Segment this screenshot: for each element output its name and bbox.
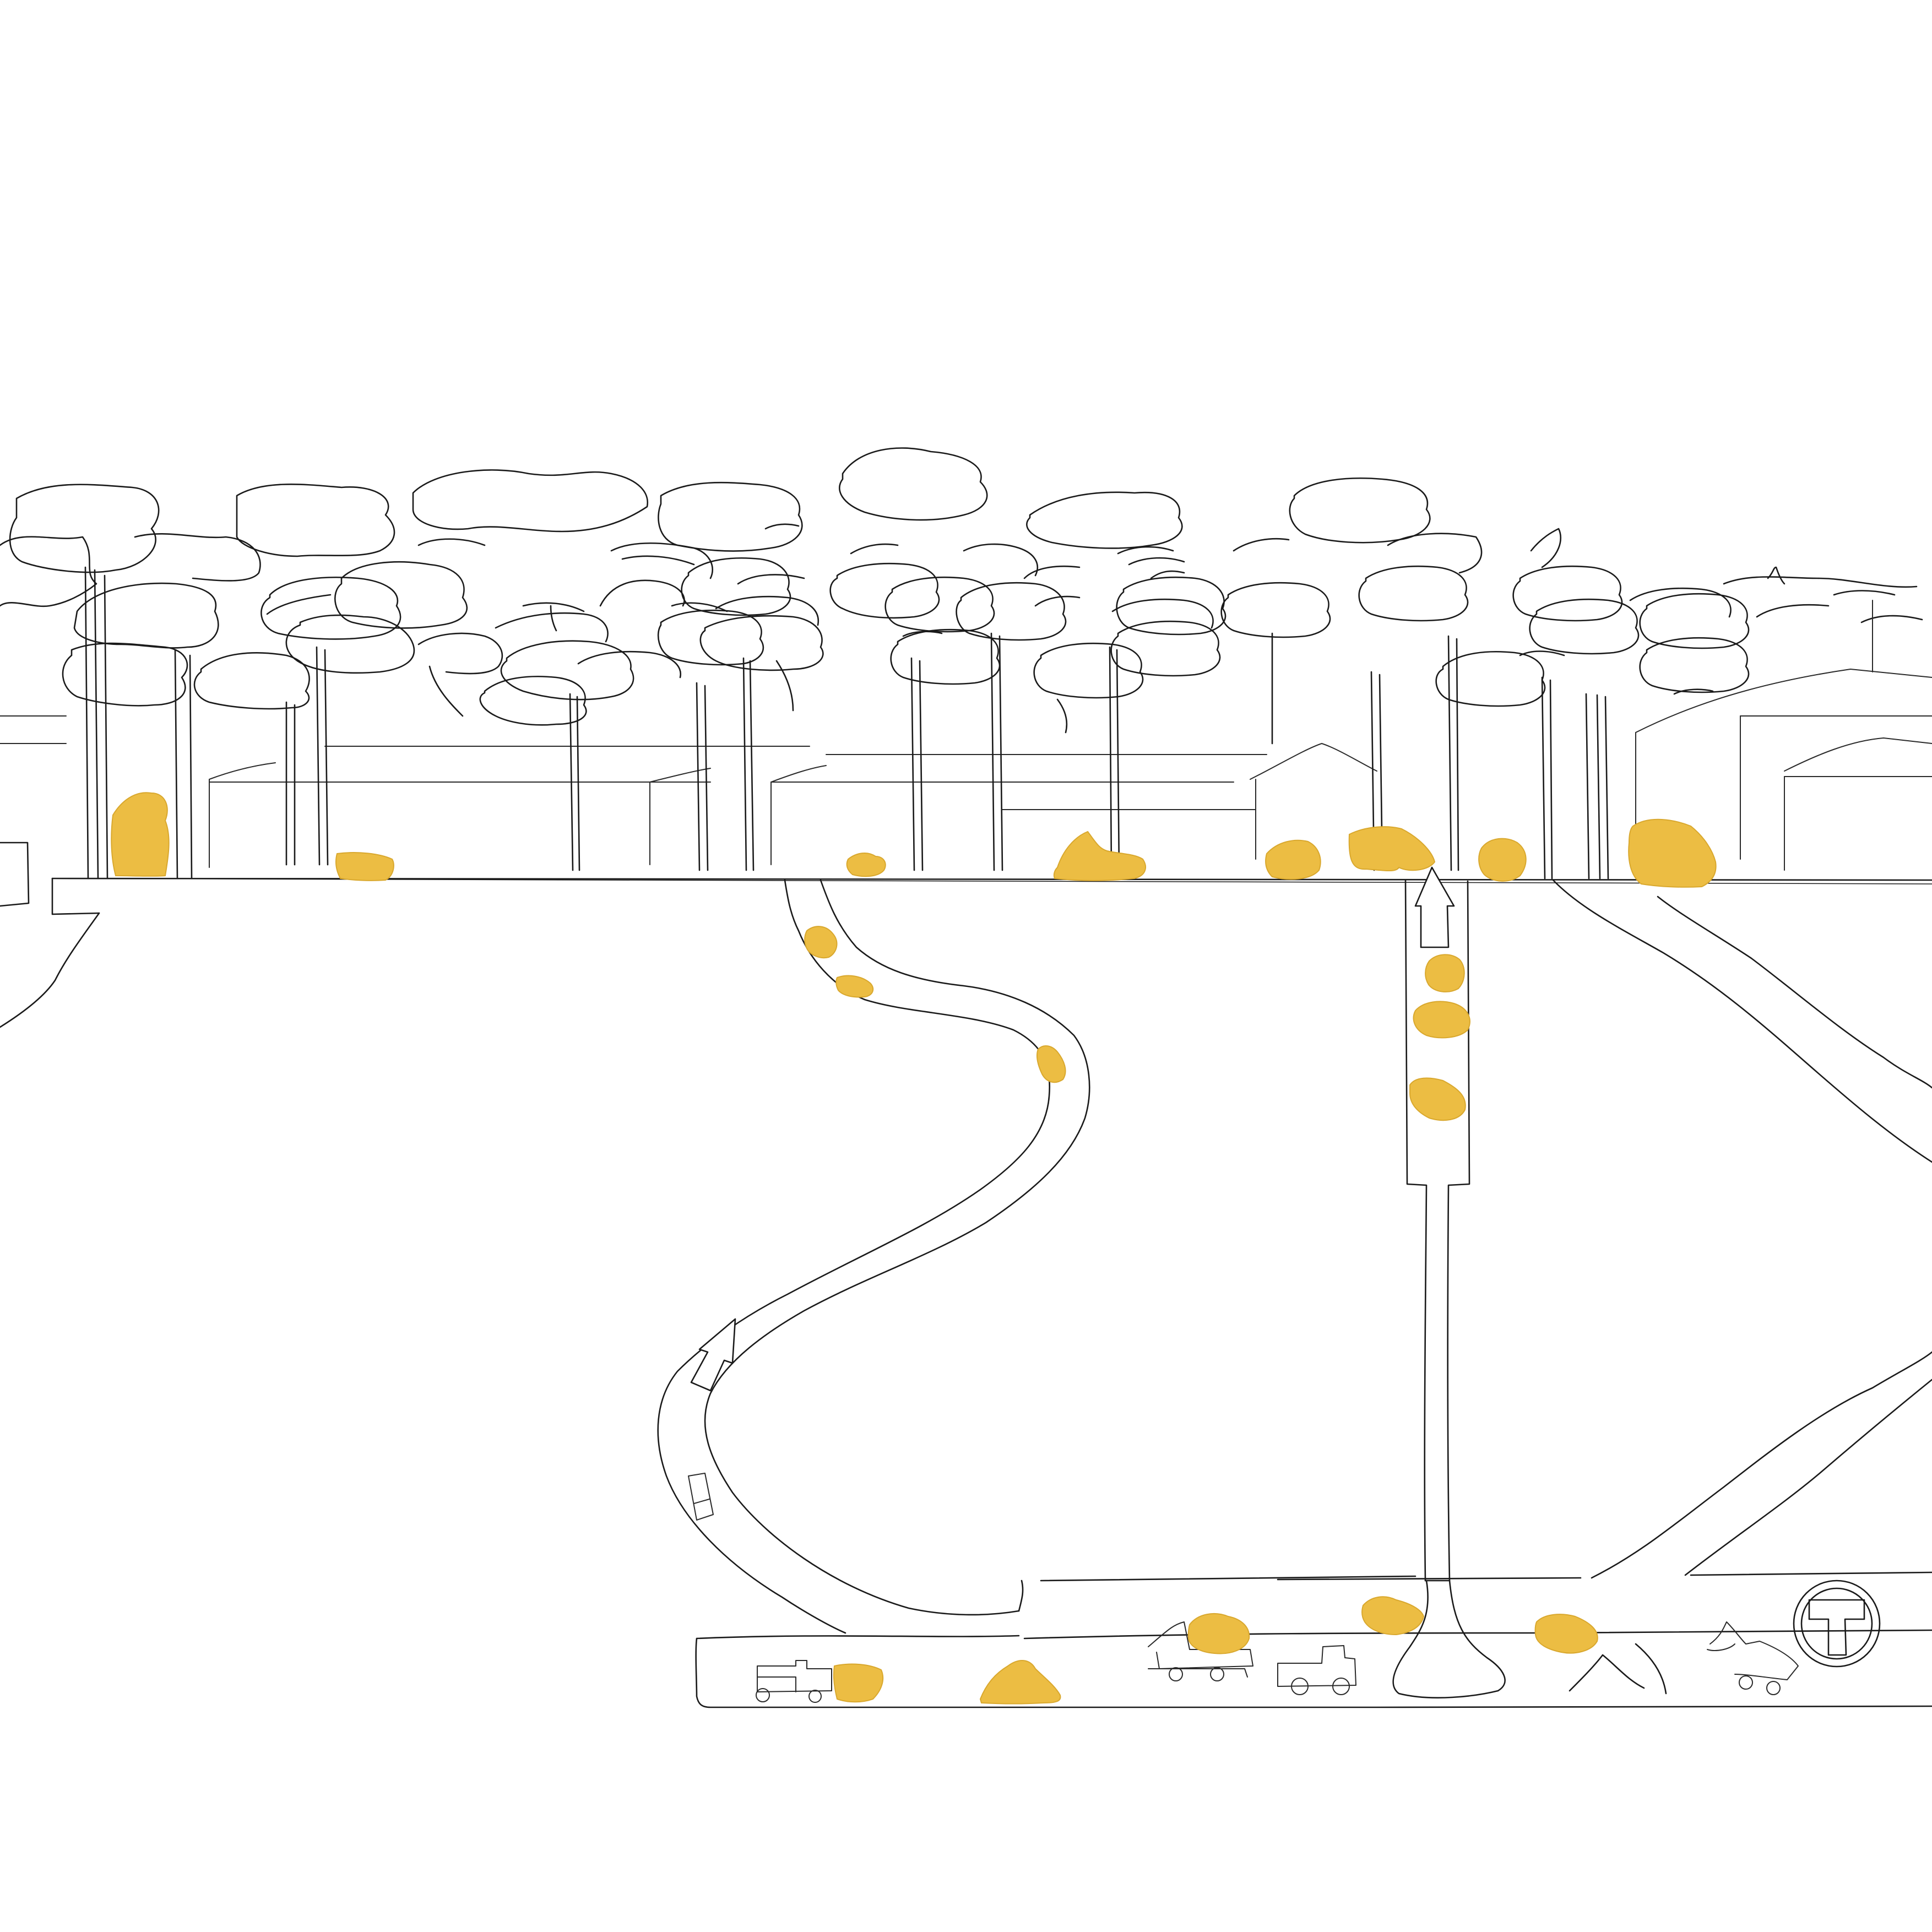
stone — [111, 792, 170, 877]
stone — [1348, 826, 1436, 872]
tree-canopy-back-row — [0, 447, 1918, 607]
stone — [1413, 1001, 1470, 1039]
right-diagonal-paths — [1040, 879, 1932, 1582]
up-arrow-icon — [690, 1318, 736, 1392]
transit-sign: T — [1793, 1580, 1881, 1668]
up-arrow-icon — [1414, 866, 1455, 948]
stone — [835, 975, 874, 998]
winding-path — [657, 879, 1090, 1634]
stone — [335, 852, 394, 881]
stone — [846, 853, 886, 877]
truck-icon — [1148, 1621, 1253, 1681]
truck-icon — [1707, 1621, 1799, 1695]
stones — [111, 792, 1717, 1705]
tree-trunks — [84, 566, 1609, 880]
stone — [1361, 1596, 1425, 1636]
stone — [979, 1659, 1061, 1705]
stone — [1036, 1045, 1066, 1083]
stone — [1628, 818, 1717, 888]
stone — [1265, 839, 1321, 880]
stone — [833, 1663, 884, 1703]
vehicles — [688, 1473, 1799, 1703]
stone — [804, 926, 838, 958]
truck-icon — [756, 1660, 832, 1703]
truck-icon — [1277, 1645, 1356, 1695]
background-buildings — [0, 600, 1932, 871]
stone — [1409, 1077, 1466, 1121]
stone — [1478, 838, 1527, 882]
car-icon — [688, 1473, 714, 1521]
stone — [1534, 1614, 1598, 1654]
stone — [1187, 1613, 1250, 1654]
stone — [1425, 954, 1465, 992]
tree-canopy-front-row — [62, 523, 1923, 734]
straight-path — [1404, 879, 1470, 1582]
stone — [1053, 831, 1146, 881]
